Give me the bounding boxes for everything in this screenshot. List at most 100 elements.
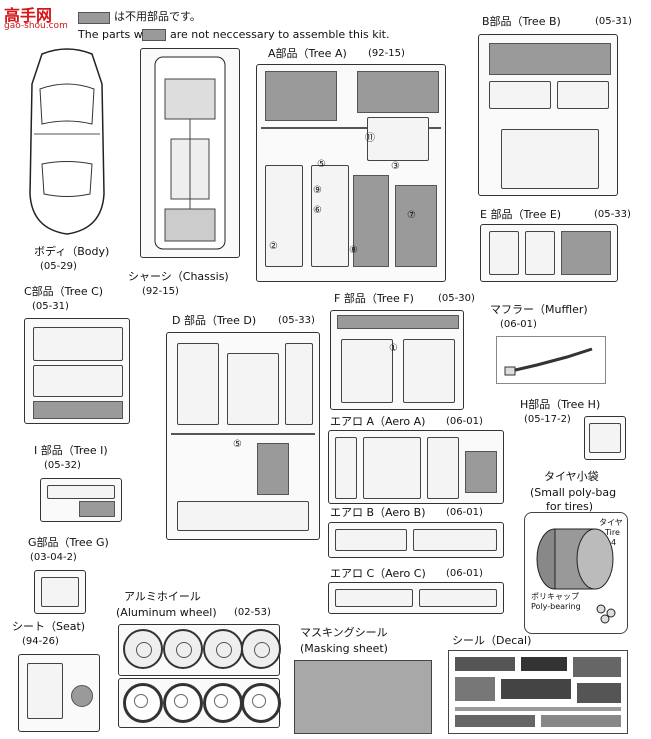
aero-a-part (335, 437, 357, 499)
tree-i-label: I 部品（Tree I) (34, 444, 108, 457)
tree-c-part-2 (33, 365, 123, 397)
tree-f-num-1: ① (389, 343, 398, 354)
aero-a-grey-block (465, 451, 497, 493)
tree-f-part (341, 339, 393, 403)
wheel-tree (118, 624, 281, 676)
seat-code: (94-26) (22, 636, 59, 647)
tree-h-part (589, 423, 621, 453)
wheel-2 (163, 629, 203, 669)
tree-c-part (33, 327, 123, 361)
poly-bag-label-jp: タイヤ小袋 (544, 470, 599, 483)
tree-e-label: E 部品（Tree E) (480, 208, 562, 221)
body-code: (05-29) (40, 261, 77, 272)
muffler-pipe (504, 347, 593, 376)
tree-f-part-2 (403, 339, 455, 403)
watermark-logo-text: 高手网 (4, 6, 53, 25)
tree-a-num-8: ⑧ (349, 245, 358, 256)
tree-d-part-2 (227, 353, 279, 425)
tree-a-num-6: ⑥ (313, 205, 322, 216)
tree-d-part (177, 343, 219, 425)
body-label: ボディ（Body) (34, 245, 110, 258)
tree-c-grey-block (33, 401, 123, 419)
tree-c (24, 318, 130, 424)
tree-g-code: (03-04-2) (30, 552, 77, 563)
aero-a (328, 430, 504, 504)
tree-a-num-11: ⑪ (365, 133, 375, 144)
aero-b (328, 522, 504, 558)
tree-d-runner (171, 433, 315, 435)
tire (123, 683, 163, 723)
tree-i (40, 478, 122, 522)
seat-label: シート（Seat) (12, 620, 86, 633)
muffler-drawing (496, 336, 606, 384)
tree-a-grey-block (265, 71, 337, 121)
masking-sheet (294, 660, 432, 734)
tire-3 (203, 683, 243, 723)
tree-c-code: (05-31) (32, 301, 69, 312)
body-drawing (22, 44, 112, 239)
tree-f-code: (05-30) (438, 293, 475, 304)
seat-part (27, 663, 63, 719)
tire-4 (241, 683, 281, 723)
legend-jp: は不用部品です。 (114, 10, 201, 23)
decal-sheet (448, 650, 628, 734)
poly-bag-label-en-2: for tires) (546, 500, 594, 513)
tree-a-runner (261, 127, 441, 129)
tree-g-label: G部品（Tree G) (28, 536, 109, 549)
chassis-outline (154, 56, 226, 250)
decal-label: シール（Decal) (452, 634, 532, 647)
tree-a-num-3: ③ (391, 161, 400, 172)
tree-e-part (489, 231, 519, 275)
tree-h (584, 416, 626, 460)
tree-b (478, 34, 618, 196)
body-outline (29, 48, 105, 235)
tree-e-code: (05-33) (594, 209, 631, 220)
legend-swatch (78, 12, 110, 24)
tree-c-label: C部品（Tree C) (24, 285, 104, 298)
aero-b-part-2 (413, 529, 497, 551)
tree-a-part-3 (311, 165, 349, 267)
tree-b-part-2 (557, 81, 609, 109)
aero-a-code: (06-01) (446, 416, 483, 427)
tire-callout-count: 4 (611, 538, 617, 547)
tree-a-num-9: ⑨ (313, 185, 322, 196)
aero-c-label: エアロ C（Aero C) (330, 567, 426, 580)
tree-d-code: (05-33) (278, 315, 315, 326)
tree-a: ⑪ ⑤ ⑨ ⑥ ⑦ ② ⑧ ③ (256, 64, 446, 282)
poly-bag-tires (536, 528, 616, 624)
tree-h-code: (05-17-2) (524, 414, 571, 425)
tree-a-num-2: ② (269, 241, 278, 252)
tree-a-grey-block-2 (357, 71, 439, 113)
tree-a-num-5: ⑤ (317, 159, 326, 170)
tree-a-grey-block-3 (353, 175, 389, 267)
tree-b-code: (05-31) (595, 16, 632, 27)
aero-a-label: エアロ A（Aero A) (330, 415, 426, 428)
watermark-logo: 高手网 gao-shou.com (2, 2, 72, 32)
tree-a-part-2 (265, 165, 303, 267)
aero-b-part (335, 529, 407, 551)
tree-f: ① (330, 310, 464, 410)
chassis-drawing (140, 48, 240, 258)
tree-i-code: (05-32) (44, 460, 81, 471)
tree-d-label: D 部品（Tree D) (172, 314, 257, 327)
poly-bag: タイヤ Tire 4 ポリキャップ Poly-bearing (524, 512, 628, 634)
legend-swatch-inline (142, 29, 166, 41)
tree-d-num-5: ⑤ (233, 439, 242, 450)
tree-a-num-7: ⑦ (407, 210, 416, 221)
tree-f-label: F 部品（Tree F) (334, 292, 414, 305)
tire-2 (163, 683, 203, 723)
tree-h-label: H部品（Tree H) (520, 398, 601, 411)
tree-e (480, 224, 618, 282)
tree-b-part-3 (501, 129, 599, 189)
tree-f-grey-block (337, 315, 459, 329)
tree-a-grey-block-4 (395, 185, 437, 267)
tree-b-label: B部品（Tree B) (482, 15, 561, 28)
aero-c-code: (06-01) (446, 568, 483, 579)
aero-c (328, 582, 504, 614)
tree-g (34, 570, 86, 614)
tire-callout-en: Tire (605, 528, 620, 537)
tree-g-part (41, 577, 79, 607)
muffler-label: マフラー（Muffler) (490, 303, 588, 316)
poly-bag-label-en: (Small poly-bag (530, 486, 617, 499)
tree-e-grey-block (561, 231, 611, 275)
